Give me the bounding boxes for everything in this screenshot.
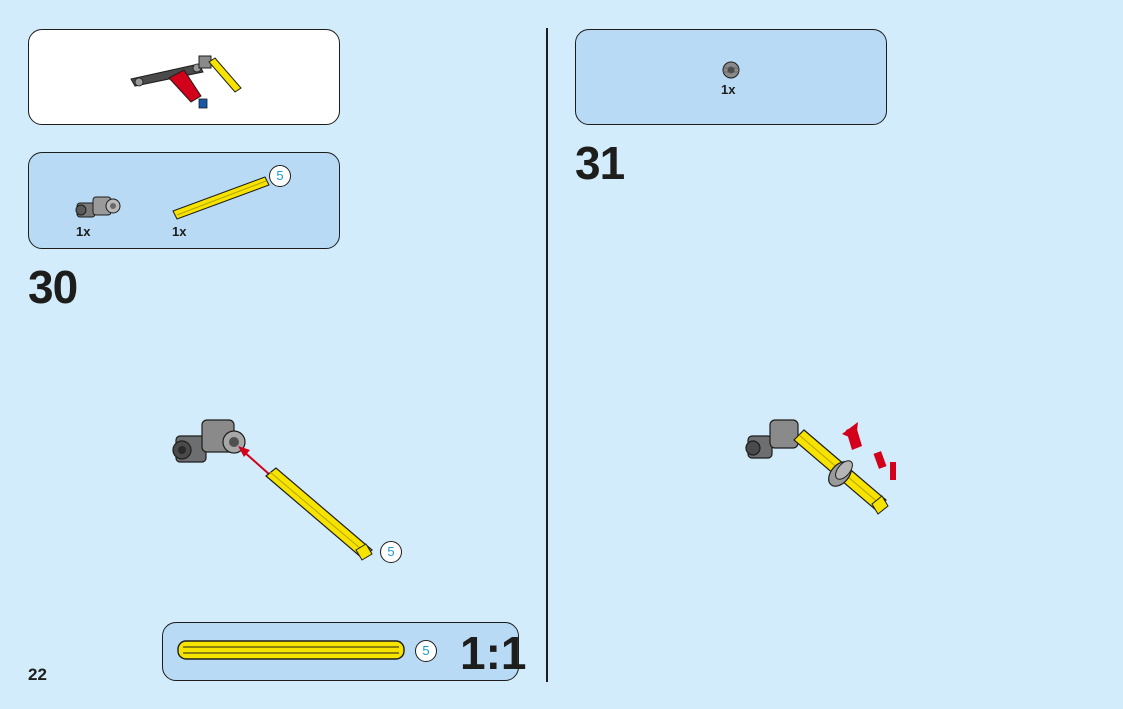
step-number-30: 30 bbox=[28, 261, 78, 313]
callout-length-badge: 5 bbox=[380, 541, 402, 563]
part-qty-gray-bush: 1x bbox=[721, 82, 736, 97]
page-number: 22 bbox=[28, 665, 47, 684]
scale-length-badge: 5 bbox=[415, 640, 437, 662]
gray-connector-part-icon bbox=[75, 196, 121, 218]
page-divider bbox=[546, 28, 548, 682]
parts-list-box-step-31: 1x bbox=[575, 29, 887, 125]
submodel-preview-box bbox=[28, 29, 340, 125]
scale-reference-box: 5 1:1 bbox=[162, 622, 526, 681]
part-qty-yellow-axle: 1x bbox=[172, 224, 187, 239]
scale-ratio: 1:1 bbox=[460, 627, 527, 679]
step-number-31: 31 bbox=[575, 137, 625, 189]
gray-bush-part-icon bbox=[722, 61, 740, 79]
step-30-illustration bbox=[172, 419, 373, 561]
step-31-illustration bbox=[745, 419, 896, 515]
part-length-badge: 5 bbox=[269, 165, 291, 187]
parts-list-box-step-30: 1x 5 1x bbox=[28, 152, 340, 249]
part-qty-gray-connector: 1x bbox=[76, 224, 91, 239]
submodel-illustration bbox=[130, 55, 242, 109]
yellow-axle-part-icon bbox=[172, 176, 270, 220]
scale-axle-icon bbox=[177, 640, 405, 660]
